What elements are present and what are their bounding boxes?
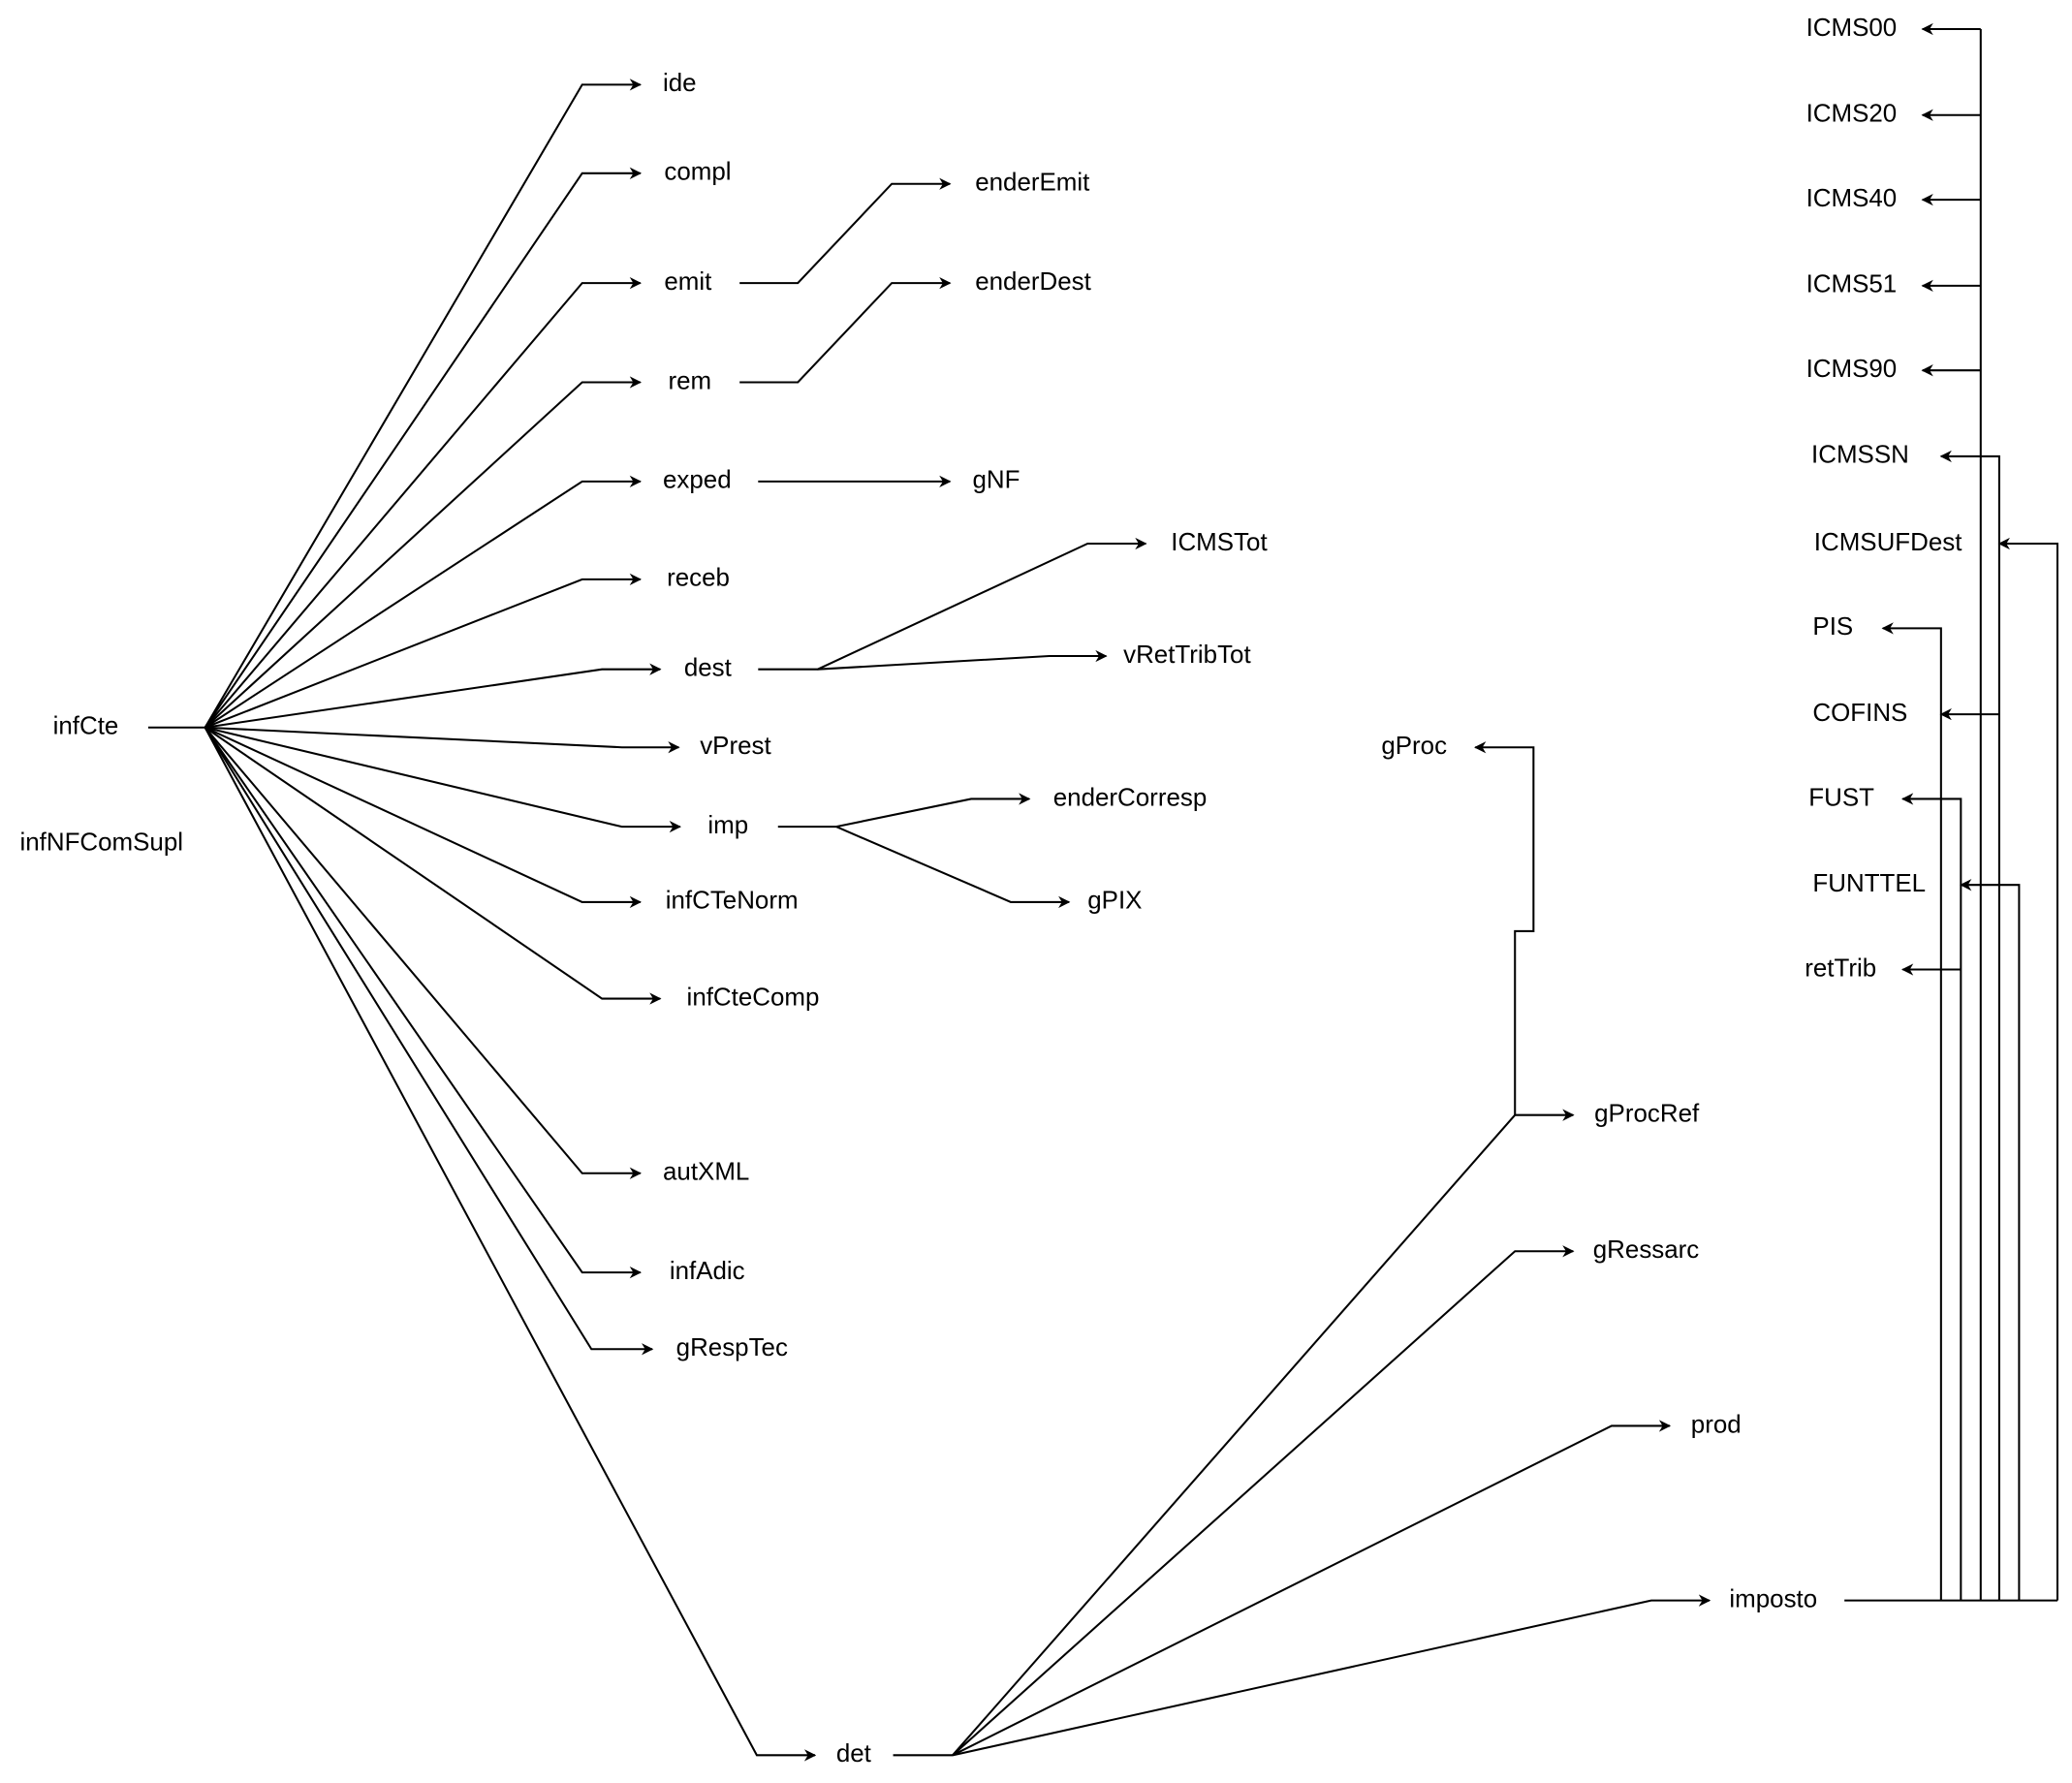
node-ICMS20[interactable]: ICMS20 [1806,101,1898,128]
node-imp[interactable]: imp [707,812,748,839]
node-receb[interactable]: receb [667,565,730,592]
edge-gProcRef-gProc [1474,741,1535,1115]
node-FUST[interactable]: FUST [1808,784,1874,811]
edge-imposto-FUST [1901,793,1962,1601]
node-COFINS[interactable]: COFINS [1812,700,1907,727]
node-ide[interactable]: ide [663,70,697,97]
edge-rem-enderDest [739,276,952,384]
node-enderDest[interactable]: enderDest [975,268,1091,296]
edge-infCte-exped [204,475,643,729]
node-gPIX[interactable]: gPIX [1087,888,1142,915]
edge-infCte-infCteComp [204,726,662,1005]
edge-infCte-imp [204,726,681,833]
node-gRessarc[interactable]: gRessarc [1593,1236,1700,1264]
edge-infCte-emit [204,276,643,729]
node-vPrest[interactable]: vPrest [700,733,771,760]
edge-det-imposto [952,1594,1711,1757]
edge-emit-enderEmit [739,177,952,285]
node-ICMS40[interactable]: ICMS40 [1806,185,1898,212]
edge-dest-vRetTribTot [817,649,1108,671]
node-rem[interactable]: rem [668,367,711,394]
node-gNF[interactable]: gNF [972,467,1020,494]
node-compl[interactable]: compl [664,159,731,186]
node-det[interactable]: det [836,1740,872,1767]
node-gProc[interactable]: gProc [1381,733,1447,760]
edge-imposto-ICMSUFDest [1997,537,2059,1601]
edge-infCte-dest [204,663,662,729]
edges [147,22,2059,1762]
node-infCteComp[interactable]: infCteComp [687,984,820,1011]
edge-imposto-FUNTTEL [1960,879,2021,1601]
node-ICMS51[interactable]: ICMS51 [1806,271,1898,298]
edge-det-gProcRef [952,1109,1575,1757]
node-autXML[interactable]: autXML [663,1159,749,1186]
edge-dest-ICMSTot [758,537,1147,671]
node-gRespTec[interactable]: gRespTec [676,1334,788,1361]
node-ICMSSN[interactable]: ICMSSN [1811,442,1909,469]
edge-infCte-compl [204,167,643,729]
edge-infCte-det [204,727,817,1762]
edge-infCte-infCTeNorm [204,726,643,909]
edge-infCte-receb [204,573,643,729]
node-ICMSUFDest[interactable]: ICMSUFDest [1814,529,1962,556]
node-vRetTribTot[interactable]: vRetTribTot [1123,641,1251,669]
edge-infCte-autXML [204,727,643,1179]
node-FUNTTEL[interactable]: FUNTTEL [1812,870,1926,897]
node-exped[interactable]: exped [663,467,732,494]
edge-imposto-PIS [1881,622,1942,1601]
node-prod[interactable]: prod [1691,1411,1742,1438]
node-ICMS00[interactable]: ICMS00 [1806,15,1898,42]
node-infCte[interactable]: infCte [53,713,119,740]
edge-imposto-ICMSSN [1939,450,2000,1601]
nodes: infCte infNFComSupl ide compl emit rem e… [19,15,1962,1767]
edge-infCte-vPrest [204,726,680,754]
node-infNFComSupl[interactable]: infNFComSupl [19,829,183,857]
edge-infCte-gRespTec [204,727,654,1356]
node-enderCorresp[interactable]: enderCorresp [1053,784,1208,811]
node-enderEmit[interactable]: enderEmit [975,170,1090,197]
edge-det-gRessarc [952,1245,1575,1757]
node-dest[interactable]: dest [684,655,733,682]
node-gProcRef[interactable]: gProcRef [1594,1101,1700,1128]
edge-infCte-infAdic [204,727,643,1279]
node-ICMSTot[interactable]: ICMSTot [1171,529,1268,556]
node-emit[interactable]: emit [664,268,712,296]
node-infAdic[interactable]: infAdic [670,1258,745,1285]
node-PIS[interactable]: PIS [1812,613,1853,641]
node-infCTeNorm[interactable]: infCTeNorm [666,888,799,915]
node-retTrib[interactable]: retTrib [1805,954,1876,982]
node-ICMS90[interactable]: ICMS90 [1806,356,1898,383]
edge-imp-gPIX [835,826,1071,909]
edge-infCte-ide [204,78,643,729]
edge-imp-enderCorresp [777,793,1031,829]
edge-det-prod [952,1420,1672,1757]
edge-infCte-rem [204,376,643,729]
node-imposto[interactable]: imposto [1729,1585,1817,1612]
